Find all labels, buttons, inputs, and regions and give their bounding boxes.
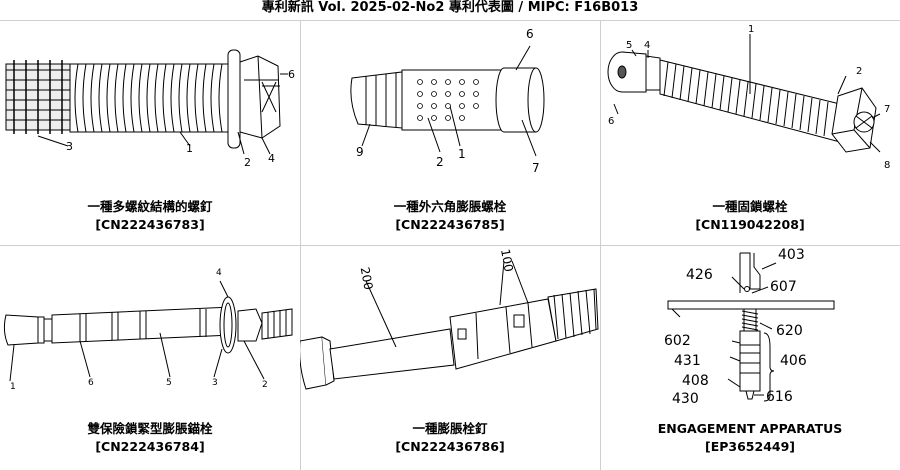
patent-figure-2-labels: 6 9 2 1 7	[300, 20, 600, 200]
figure-label: 200	[358, 266, 376, 291]
figure-label: 6	[88, 378, 94, 388]
patent-number[interactable]: [CN222436786]	[300, 438, 600, 455]
figure-label: 408	[682, 373, 709, 389]
figure-label: 6	[526, 27, 534, 41]
patent-figure-4-labels: 1 6 5 3 2 4	[0, 245, 300, 425]
figure-label: 430	[672, 391, 699, 407]
figure-label: 1	[458, 147, 466, 161]
figure-label: 5	[166, 378, 172, 388]
figure-label: 602	[664, 333, 691, 349]
figure-label: 403	[778, 247, 805, 263]
figure-label: 1	[748, 24, 754, 35]
figure-label: 7	[884, 104, 890, 115]
patent-number[interactable]: [CN222436785]	[300, 216, 600, 233]
patent-card-5[interactable]: 200 100 一種膨脹栓釘 [CN222436786]	[300, 245, 600, 470]
figure-label: 8	[884, 160, 890, 171]
figure-label: 100	[498, 248, 516, 273]
patent-title: 一種膨脹栓釘	[300, 420, 600, 437]
figure-label: 2	[856, 66, 862, 77]
patent-number[interactable]: [CN119042208]	[600, 216, 900, 233]
patent-figure-3-labels: 1 4 5 6 2 7 8	[600, 20, 900, 200]
patent-figure-6-labels: 403 426 607 602 620 431 406 408 430 616	[600, 245, 900, 425]
patent-title: ENGAGEMENT APPARATUS	[600, 420, 900, 437]
patent-card-2[interactable]: 6 9 2 1 7 一種外六角膨脹螺栓 [CN222436785]	[300, 20, 600, 245]
patent-number[interactable]: [CN222436784]	[0, 438, 300, 455]
page-title: 專利新訊 Vol. 2025-02-No2 專利代表圖 / MIPC: F16B…	[0, 0, 900, 16]
patent-number[interactable]: [CN222436783]	[0, 216, 300, 233]
patent-card-3[interactable]: 1 4 5 6 2 7 8 一種固鎖螺栓 [CN119042208]	[600, 20, 900, 245]
figure-label: 4	[216, 268, 222, 278]
figure-label: 9	[356, 145, 364, 159]
figure-label: 7	[532, 161, 540, 175]
figure-label: 2	[262, 380, 268, 390]
patent-figure-1-labels: 3 1 2 4 6	[0, 20, 300, 200]
patent-card-1[interactable]: 3 1 2 4 6 一種多螺紋結構的螺釘 [CN222436783]	[0, 20, 300, 245]
figure-label: 6	[608, 116, 614, 127]
patent-card-6[interactable]: 403 426 607 602 620 431 406 408 430 616 …	[600, 245, 900, 470]
patent-title: 一種固鎖螺栓	[600, 198, 900, 215]
figure-label: 4	[268, 152, 275, 165]
figure-label: 1	[186, 142, 193, 155]
figure-label: 1	[10, 382, 16, 392]
figure-label: 406	[780, 353, 807, 369]
figure-label: 3	[212, 378, 218, 388]
patent-card-4[interactable]: 1 6 5 3 2 4 雙保險鎖緊型膨脹錨栓 [CN222436784]	[0, 245, 300, 470]
patent-title: 一種外六角膨脹螺栓	[300, 198, 600, 215]
figure-label: 6	[288, 68, 295, 81]
patent-number[interactable]: [EP3652449]	[600, 438, 900, 455]
figure-label: 426	[686, 267, 713, 283]
patent-title: 雙保險鎖緊型膨脹錨栓	[0, 420, 300, 437]
figure-label: 431	[674, 353, 701, 369]
figure-label: 2	[244, 156, 251, 169]
figure-label: 620	[776, 323, 803, 339]
figure-label: 5	[626, 40, 632, 51]
figure-label: 2	[436, 155, 444, 169]
figure-label: 3	[66, 140, 73, 153]
figure-label: 616	[766, 389, 793, 405]
patent-figure-5-labels: 200 100	[300, 245, 600, 425]
figure-label: 607	[770, 279, 797, 295]
patent-title: 一種多螺紋結構的螺釘	[0, 198, 300, 215]
figure-label: 4	[644, 40, 650, 51]
